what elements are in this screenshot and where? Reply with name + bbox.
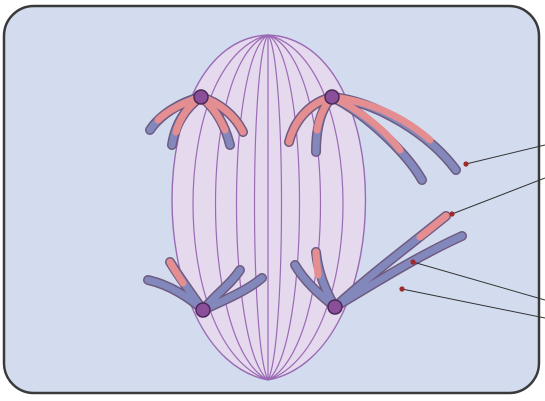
centrosome-icon bbox=[325, 90, 339, 104]
leader-dot-icon bbox=[399, 286, 404, 291]
centrosome-icon bbox=[328, 300, 342, 314]
leader-dot-icon bbox=[449, 211, 454, 216]
centrosome-icon bbox=[194, 90, 208, 104]
centrosome-icon bbox=[196, 303, 210, 317]
leader-dot-icon bbox=[463, 161, 468, 166]
leader-dot-icon bbox=[410, 259, 415, 264]
chromatid-pink-segment bbox=[316, 252, 318, 275]
